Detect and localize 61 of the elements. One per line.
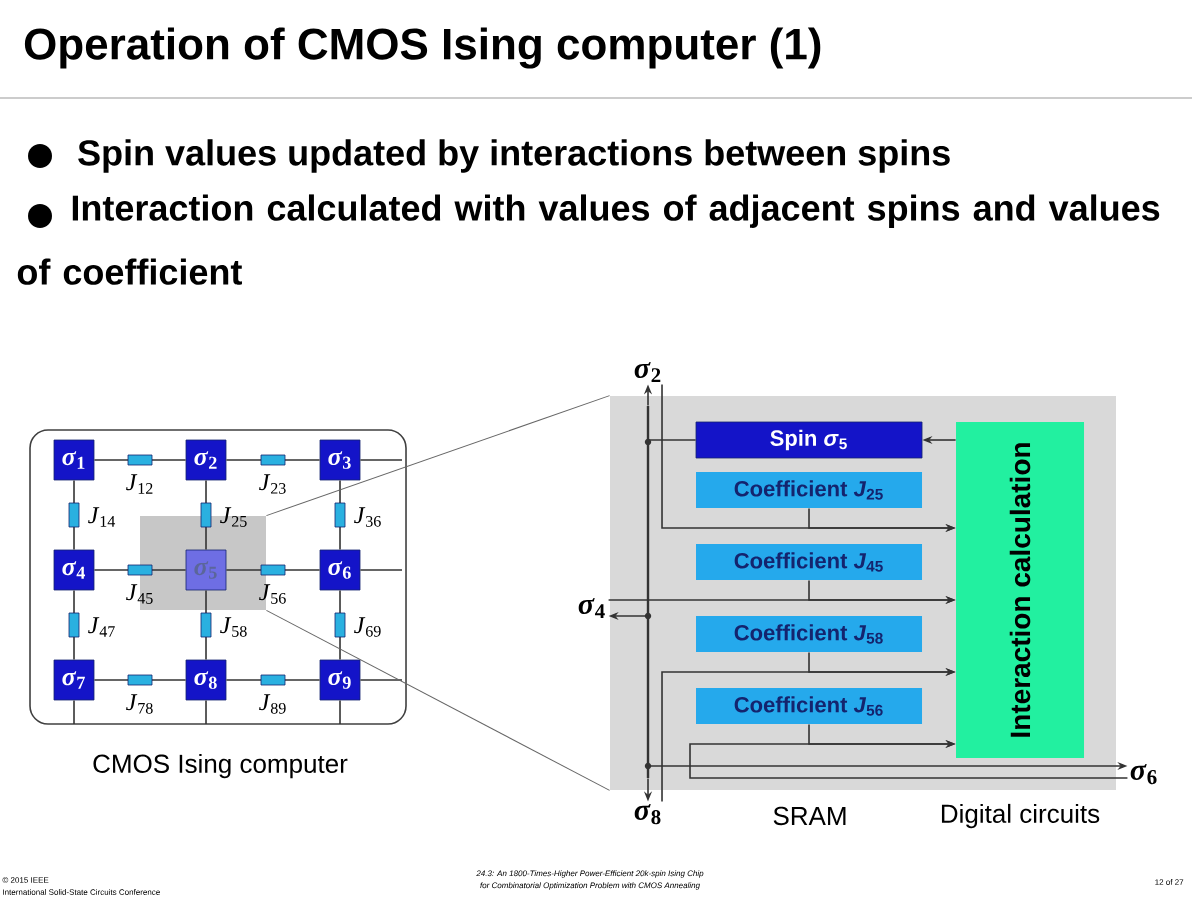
spin-box: σ$_{6}$ bbox=[319, 549, 361, 591]
connector-line bbox=[334, 589, 346, 661]
edge-label: J$_{12}$ bbox=[126, 474, 153, 494]
edge-label: J$_{69}$ bbox=[354, 617, 381, 637]
connector-line bbox=[200, 589, 212, 661]
spin-box: σ$_{2}$ bbox=[185, 439, 227, 481]
spin-box: σ$_{1}$ bbox=[53, 439, 95, 481]
coefficient-register: Coefficient J$_{58}$ bbox=[696, 616, 922, 652]
connector-line bbox=[359, 679, 403, 681]
edge-label: J$_{14}$ bbox=[88, 507, 116, 527]
spin-box: σ$_{8}$ bbox=[185, 659, 227, 701]
connector-line bbox=[359, 459, 403, 461]
connector-line bbox=[339, 699, 341, 725]
connector-line bbox=[225, 674, 321, 686]
spin-box: σ$_{5}$ bbox=[185, 549, 227, 591]
coefficient-register: Coefficient J$_{56}$ bbox=[696, 688, 922, 724]
arrow bbox=[689, 739, 1129, 779]
connector-line bbox=[647, 439, 697, 441]
signal-label: σ$_{2}$ bbox=[634, 362, 661, 383]
spin-box: σ$_{3}$ bbox=[319, 439, 361, 481]
edge-label: J$_{89}$ bbox=[259, 694, 286, 714]
connector-line bbox=[200, 479, 212, 551]
coefficient-register: Coefficient J$_{45}$ bbox=[696, 544, 922, 580]
node-label: Digital circuits bbox=[941, 803, 1100, 829]
spin-register: Spin σ$_{5}$ bbox=[695, 421, 923, 459]
signal-label: σ$_{4}$ bbox=[578, 598, 605, 619]
connector-line bbox=[334, 479, 346, 551]
signal-label: σ$_{6}$ bbox=[1130, 763, 1157, 785]
edge-label: J$_{47}$ bbox=[88, 617, 115, 637]
node-label: CMOS Ising computer bbox=[93, 753, 348, 779]
chip-panel bbox=[29, 429, 407, 725]
coefficient-register: Coefficient J$_{25}$ bbox=[696, 472, 922, 508]
connector-line bbox=[73, 699, 75, 725]
spin-box: σ$_{4}$ bbox=[53, 549, 95, 591]
zoom-line bbox=[265, 395, 611, 517]
edge-label: J$_{58}$ bbox=[220, 617, 247, 637]
edge-label: J$_{56}$ bbox=[259, 584, 286, 604]
connector-line bbox=[93, 454, 187, 466]
connector-line bbox=[205, 699, 207, 725]
zoom-line bbox=[265, 609, 611, 791]
bullet-point: Spin values updated by interactions between spins bbox=[28, 139, 950, 173]
signal-label: σ$_{8}$ bbox=[634, 803, 661, 825]
edge-label: J$_{25}$ bbox=[220, 507, 247, 527]
edge-label: J$_{78}$ bbox=[126, 694, 153, 714]
bus-line bbox=[644, 406, 652, 778]
spin-box: σ$_{7}$ bbox=[53, 659, 95, 701]
edge-label: J$_{23}$ bbox=[259, 474, 286, 494]
connector-line bbox=[93, 564, 187, 576]
connector-line bbox=[68, 479, 80, 551]
connector-line bbox=[93, 674, 187, 686]
title: Operation of CMOS Ising computer (1) bbox=[24, 27, 821, 69]
edge-label: J$_{36}$ bbox=[354, 507, 381, 527]
calculation-block: Interaction calculation bbox=[956, 422, 1084, 758]
bullet-point: Interaction calculated with values of adjacent spins and values of coefficient bbox=[17, 194, 1160, 285]
node-label: SRAM bbox=[773, 806, 846, 826]
connector-line bbox=[359, 569, 403, 571]
spin-box: σ$_{9}$ bbox=[319, 659, 361, 701]
connector-line bbox=[225, 454, 321, 466]
connector-line bbox=[225, 564, 321, 576]
edge-label: J$_{45}$ bbox=[126, 584, 153, 604]
connector-line bbox=[68, 589, 80, 661]
